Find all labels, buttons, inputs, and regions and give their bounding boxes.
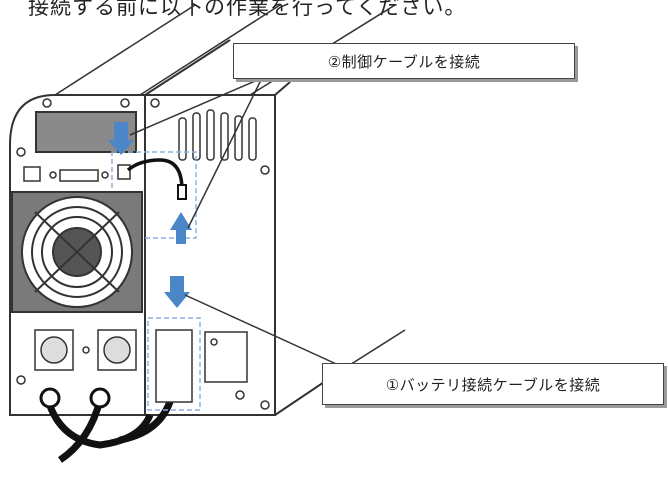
up-arrow bbox=[170, 212, 192, 244]
control-cable-callout: ②制御ケーブルを接続 bbox=[233, 43, 575, 79]
battery-port bbox=[155, 329, 270, 410]
leader-line-1 bbox=[54, 4, 196, 96]
header-text: 接続する前に以下の作業を行ってください。 bbox=[28, 0, 467, 19]
leader-line-2 bbox=[139, 4, 281, 96]
side-depth bbox=[144, 39, 346, 416]
callout-pointers bbox=[129, 77, 406, 369]
connector-row bbox=[23, 164, 131, 182]
battery-highlight bbox=[147, 317, 201, 411]
control-cable bbox=[126, 158, 184, 191]
down-arrow-2 bbox=[164, 276, 190, 308]
down-arrow-1 bbox=[108, 122, 134, 155]
control-connector bbox=[177, 184, 187, 200]
battery-cable-callout: ①バッテリ接続ケーブルを接続 bbox=[322, 363, 664, 405]
outlets bbox=[16, 329, 137, 385]
fan bbox=[11, 191, 143, 313]
blue-arrows bbox=[108, 122, 192, 308]
